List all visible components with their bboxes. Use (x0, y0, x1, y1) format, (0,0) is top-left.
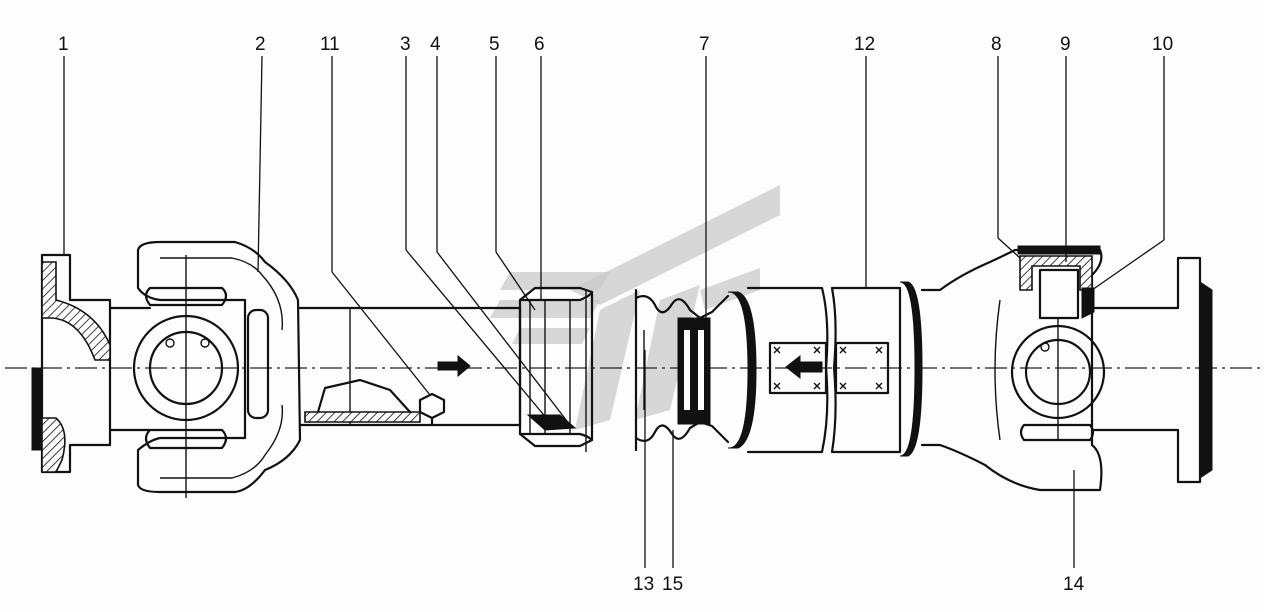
sliding-sleeve (518, 286, 594, 452)
center-tube (746, 281, 923, 457)
callout-8: 8 (991, 34, 1002, 55)
spline-shaft (298, 306, 522, 427)
callout-10: 10 (1152, 34, 1173, 55)
callout-5: 5 (489, 34, 500, 55)
callout-9: 9 (1060, 34, 1071, 55)
callout-14: 14 (1063, 574, 1085, 595)
callout-7: 7 (699, 34, 710, 55)
bellows-seal (634, 288, 757, 452)
left-universal-joint (132, 240, 302, 498)
callout-2: 2 (255, 34, 266, 55)
callout-1: 1 (58, 34, 69, 55)
left-flange (31, 253, 112, 474)
left-flange-neck (108, 306, 152, 432)
callout-13: 13 (633, 574, 654, 595)
callout-6: 6 (534, 34, 545, 55)
right-universal-joint (920, 245, 1106, 492)
callout-11: 11 (320, 34, 340, 55)
callout-12: 12 (854, 34, 875, 55)
callout-3: 3 (400, 34, 411, 55)
right-flange (1090, 256, 1213, 484)
callout-4: 4 (430, 34, 441, 55)
callout-15: 15 (662, 574, 683, 595)
leader-lines (63, 55, 1165, 568)
callout-labels: 1 2 11 3 4 5 6 7 12 8 9 10 13 15 14 (58, 34, 1173, 595)
